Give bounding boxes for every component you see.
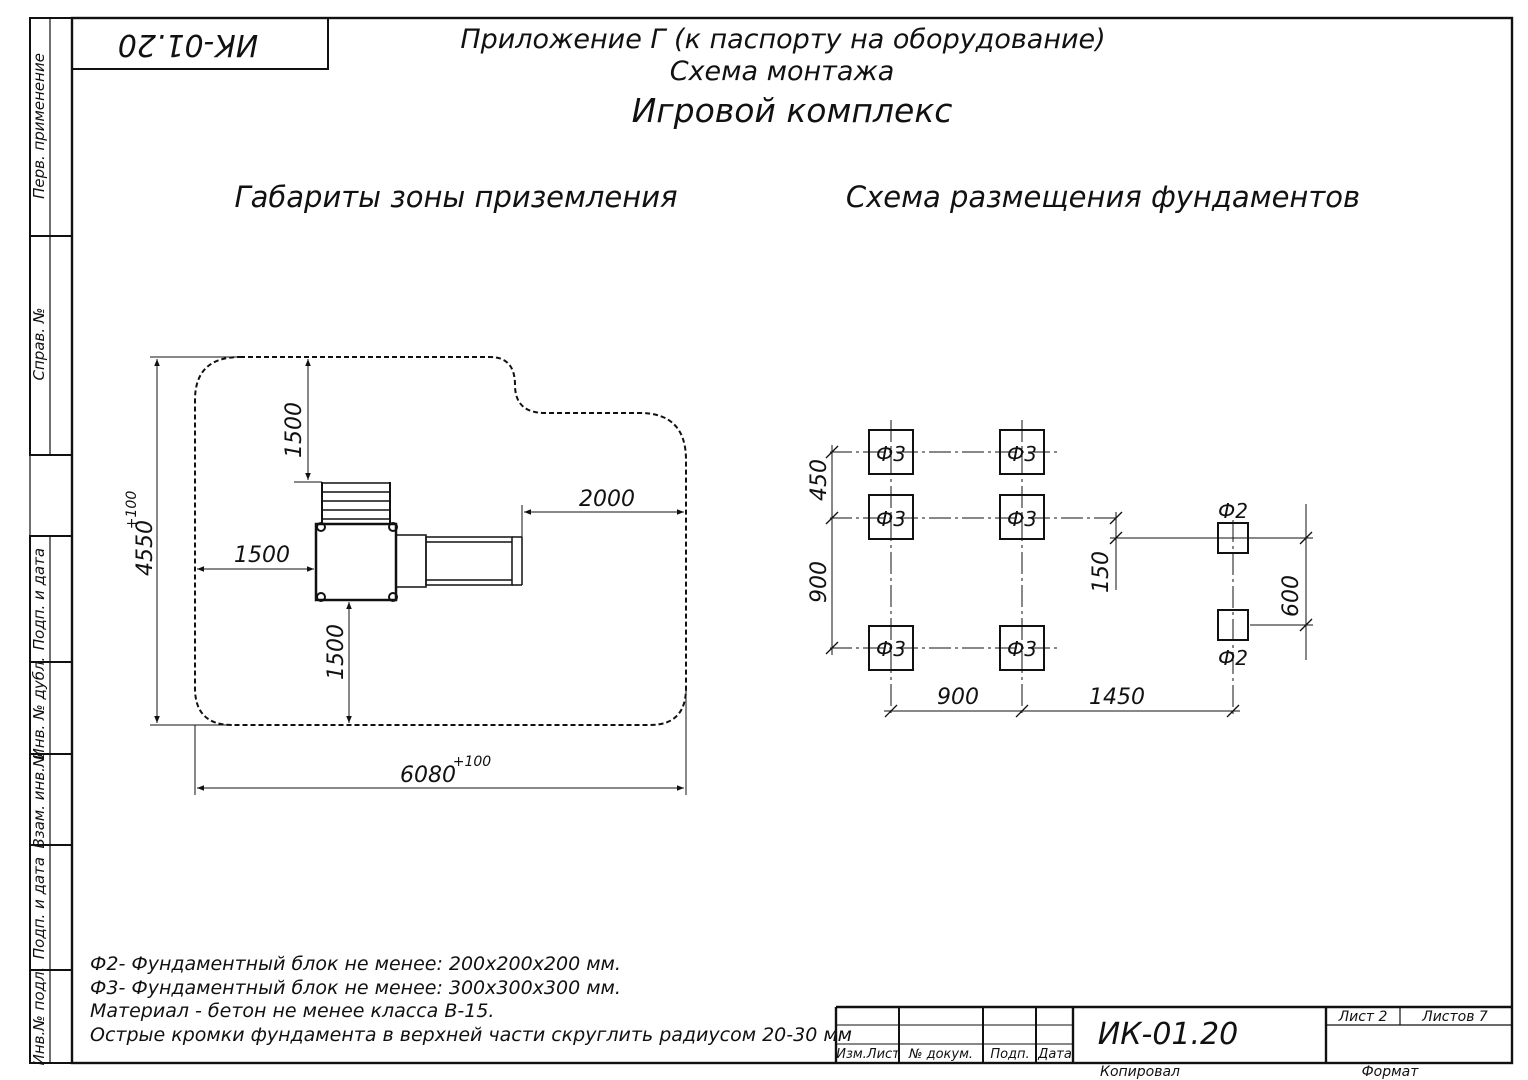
dim-900-horiz-label: 900: [937, 685, 979, 710]
landing-zone-outline: [194, 356, 687, 726]
dim-height-tol: +100: [124, 491, 140, 530]
f2-label: Ф2: [1218, 499, 1248, 523]
dim-600-label: 600: [1279, 575, 1304, 617]
f3-label: Ф3: [876, 507, 906, 531]
note-line-3: Материал - бетон не менее класса В-15.: [90, 1000, 494, 1022]
dim-top-label: 1500: [282, 402, 307, 458]
dim-1450-label: 1450: [1089, 685, 1145, 710]
foundation-scheme-title: Схема размещения фундаментов: [846, 180, 1360, 214]
f3-label: Ф3: [876, 442, 906, 466]
tb-designation: ИК-01.20: [1098, 1017, 1238, 1052]
note-line-2: Ф3- Фундаментный блок не менее: 300х300х…: [90, 977, 621, 999]
dim-150-label: 150: [1089, 551, 1114, 593]
dim-900-vert-label: 900: [807, 561, 832, 603]
left-margin-lower: [29, 535, 73, 1064]
tb-izm-list: Изм.Лист: [836, 1047, 900, 1062]
dim-width-tol: +100: [453, 754, 492, 770]
foundation-block-f3-2: Ф3: [999, 429, 1045, 475]
f2-label: Ф2: [1218, 646, 1248, 670]
foundation-block-f3-3: Ф3: [868, 494, 914, 540]
left-margin-upper: [29, 17, 73, 456]
landing-zone-title: Габариты зоны приземления: [234, 180, 677, 214]
margin-podp-data-top: Подп. и дата: [30, 548, 48, 650]
margin-inv-podl: Инв.№ подл.: [30, 967, 48, 1066]
margin-vzam-inv: Взам. инв.№: [30, 751, 48, 848]
header-line-3: Игровой комплекс: [632, 91, 953, 130]
foundation-block-f3-1: Ф3: [868, 429, 914, 475]
outer-frame: [29, 17, 1513, 1064]
inner-frame: [70, 16, 1514, 1065]
dim-left-label: 1500: [234, 543, 290, 568]
tb-list: Лист 2: [1338, 1009, 1388, 1025]
notes-block: Ф2- Фундаментный блок не менее: 200х200х…: [90, 953, 852, 1046]
play-structure: [314, 482, 523, 602]
margin-sprav-no: Справ. №: [30, 308, 48, 381]
note-line-4: Острые кромки фундамента в верхней части…: [90, 1024, 852, 1046]
foundation-block-f3-5: Ф3: [868, 625, 914, 671]
foundation-block-f2-2: Ф2: [1217, 609, 1249, 670]
f3-label: Ф3: [1007, 507, 1037, 531]
margin-perv-primenenie: Перв. применение: [30, 53, 48, 199]
top-stamp-box: [71, 17, 329, 70]
header-line-2: Схема монтажа: [670, 56, 895, 87]
note-line-1: Ф2- Фундаментный блок не менее: 200х200х…: [90, 953, 621, 975]
dim-450-label: 450: [807, 459, 832, 501]
tb-data: Дата: [1037, 1047, 1072, 1062]
title-block: [834, 1005, 1512, 1063]
tb-no-dokum: № докум.: [908, 1047, 973, 1062]
dim-bottom-label: 1500: [324, 624, 349, 680]
margin-podp-data-bottom: Подп. и дата: [30, 857, 48, 959]
dim-height-label: 4550: [133, 520, 158, 576]
f3-label: Ф3: [876, 637, 906, 661]
foundation-block-f2-1: Ф2: [1217, 499, 1249, 554]
foundation-dimensions: [825, 445, 1313, 718]
foundation-block-f3-6: Ф3: [999, 625, 1045, 671]
tb-listov: Листов 7: [1421, 1009, 1488, 1025]
dim-width-label: 6080: [400, 763, 456, 788]
header-line-1: Приложение Г (к паспорту на оборудование…: [460, 24, 1105, 55]
f3-label: Ф3: [1007, 442, 1037, 466]
tb-kopiroval: Копировал: [1100, 1064, 1180, 1080]
tb-format: Формат: [1362, 1064, 1420, 1080]
dim-right-label: 2000: [579, 487, 635, 512]
foundation-block-f3-4: Ф3: [999, 494, 1045, 540]
tb-podp: Подп.: [990, 1047, 1029, 1062]
margin-inv-dubl: Инв. № дубл.: [30, 657, 48, 760]
f3-label: Ф3: [1007, 637, 1037, 661]
top-stamp-code: ИК-01.20: [118, 27, 258, 62]
foundation-center-lines: [830, 420, 1234, 715]
